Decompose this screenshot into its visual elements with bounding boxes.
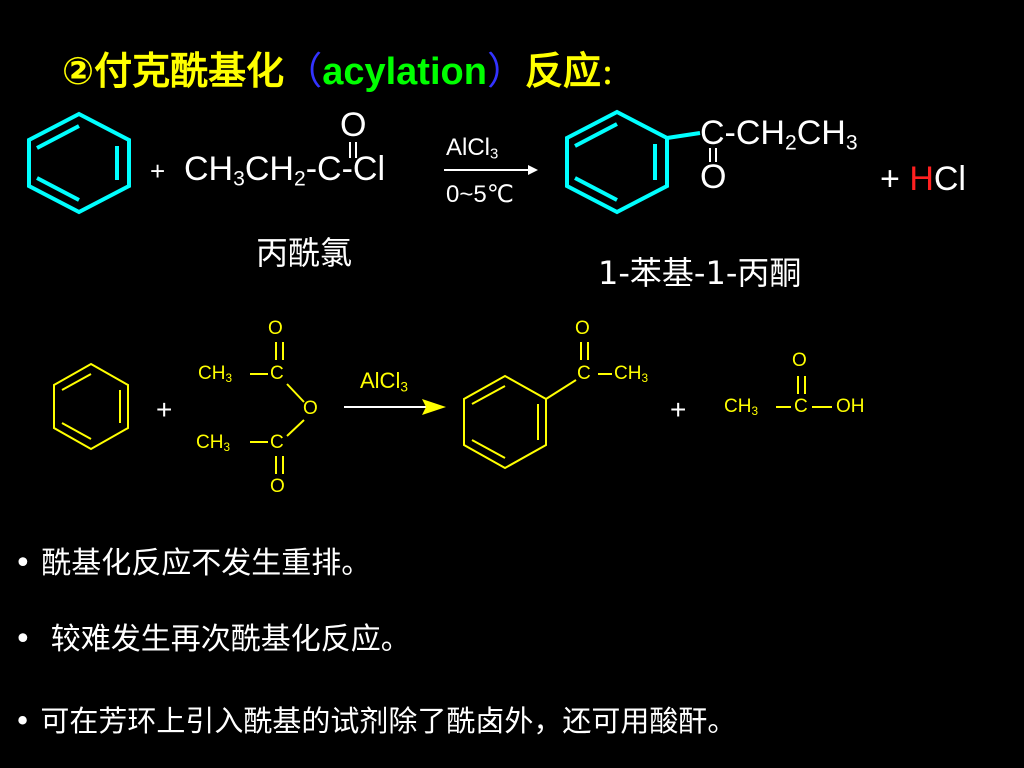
acetophenone-sub: 3	[641, 371, 648, 385]
acetophenone-bonds	[580, 342, 612, 375]
acetic-acid-sub: 3	[751, 404, 758, 418]
product-c-ch: C-CH	[700, 114, 785, 152]
anhydride-o-bridge: O	[303, 398, 318, 419]
reaction2-plus-1: +	[156, 394, 173, 425]
anhydride-ch-bottom: CH	[196, 432, 224, 453]
anhydride-ch3-top: CH3	[198, 363, 232, 385]
anhydride-bonds	[250, 342, 305, 474]
product-sub-2: 3	[845, 131, 858, 155]
bullet-marker: •	[14, 546, 32, 581]
anhydride-ch3-bottom: CH3	[196, 432, 230, 454]
anhydride-c-bottom: C	[270, 432, 284, 453]
reaction2-plus-2: +	[670, 394, 687, 425]
title-paren-close: ）	[486, 51, 525, 93]
title-suffix: 反应	[524, 51, 601, 93]
product-carbonyl-bond	[709, 148, 717, 162]
benzene-ring-acetophenone	[463, 374, 577, 470]
bullet-text-1: 酰基化反应不发生重排。	[41, 546, 372, 581]
slide-title: ②付克酰基化（acylation）反应：	[62, 40, 627, 95]
product-name: 1-苯基-1-丙酮	[598, 254, 802, 292]
formula-sub-2: 2	[293, 167, 306, 191]
propionyl-chloride-formula: CH3CH2-C-Cl	[184, 150, 385, 191]
bullet-text-2: 较难发生再次酰基化反应。	[50, 622, 411, 657]
acetophenone-ch3: CH3	[614, 363, 648, 385]
product-sub-1: 2	[784, 131, 797, 155]
reagent-oxygen: O	[340, 106, 367, 144]
reagent-carbonyl-bond	[349, 142, 357, 158]
anhydride-o-top: O	[268, 318, 283, 339]
bullet-item-3: • 可在芳环上引入酰基的试剂除了酰卤外，还可用酸酐。	[14, 698, 736, 740]
anhydride-sub-top: 3	[225, 371, 232, 385]
bullet-marker: •	[14, 622, 32, 657]
reaction1-plus-2: +	[880, 160, 900, 198]
anhydride-sub-bottom: 3	[223, 440, 230, 454]
title-colon: ：	[600, 60, 627, 90]
catalyst-alcl: AlCl	[446, 134, 491, 161]
title-prefix: ②付克酰基化	[62, 51, 285, 93]
title-english: acylation	[322, 51, 487, 93]
reaction1-catalyst: AlCl3	[446, 134, 498, 163]
formula-ch-2: CH	[244, 150, 294, 188]
bullet-item-1: • 酰基化反应不发生重排。	[14, 538, 371, 582]
anhydride-o-bottom: O	[270, 476, 285, 497]
acetic-acid-bonds	[776, 376, 832, 408]
bullet-marker: •	[14, 704, 32, 738]
catalyst-sub: 3	[490, 146, 499, 163]
reaction1-arrow	[444, 165, 538, 175]
anhydride-c-top: C	[270, 363, 284, 384]
reaction2-catalyst: AlCl3	[360, 368, 408, 394]
bullet-text-3: 可在芳环上引入酰基的试剂除了酰卤外，还可用酸酐。	[40, 704, 737, 738]
reaction2-arrow	[344, 399, 446, 415]
product-chain: C-CH2CH3	[700, 114, 858, 155]
reaction2-catalyst-sub: 3	[400, 379, 408, 395]
acetic-acid-ch: CH	[724, 396, 752, 417]
acetic-acid-c: C	[794, 396, 808, 417]
formula-ch-1: CH	[184, 150, 234, 188]
formula-sub-1: 3	[233, 167, 245, 191]
acetic-acid-oh: OH	[836, 396, 865, 417]
reagent-name: 丙酰氯	[256, 234, 353, 272]
acetic-acid-o: O	[792, 350, 807, 371]
formula-c-cl: -C-Cl	[305, 150, 385, 188]
acetophenone-o: O	[575, 318, 590, 339]
title-paren-open: （	[284, 51, 323, 93]
hcl-h: H	[909, 160, 934, 198]
bullet-item-2: • 较难发生再次酰基化反应。	[14, 614, 411, 658]
acetophenone-ch: CH	[614, 363, 642, 384]
reaction1-conditions: 0~5℃	[446, 181, 514, 208]
benzene-ring-reaction2	[53, 362, 129, 451]
byproduct-hcl: + HCl	[880, 160, 966, 199]
reaction2-catalyst-alcl: AlCl	[360, 368, 401, 393]
acetic-acid-ch3: CH3	[724, 396, 758, 418]
benzene-ring-reactant	[27, 111, 131, 215]
reaction1-plus-1: +	[150, 156, 166, 186]
benzene-ring-product	[565, 109, 701, 215]
anhydride-ch-top: CH	[198, 363, 226, 384]
product-oxygen: O	[700, 158, 727, 196]
acetophenone-c: C	[577, 363, 591, 384]
hcl-cl: Cl	[933, 160, 966, 198]
product-ch: CH	[796, 114, 846, 152]
